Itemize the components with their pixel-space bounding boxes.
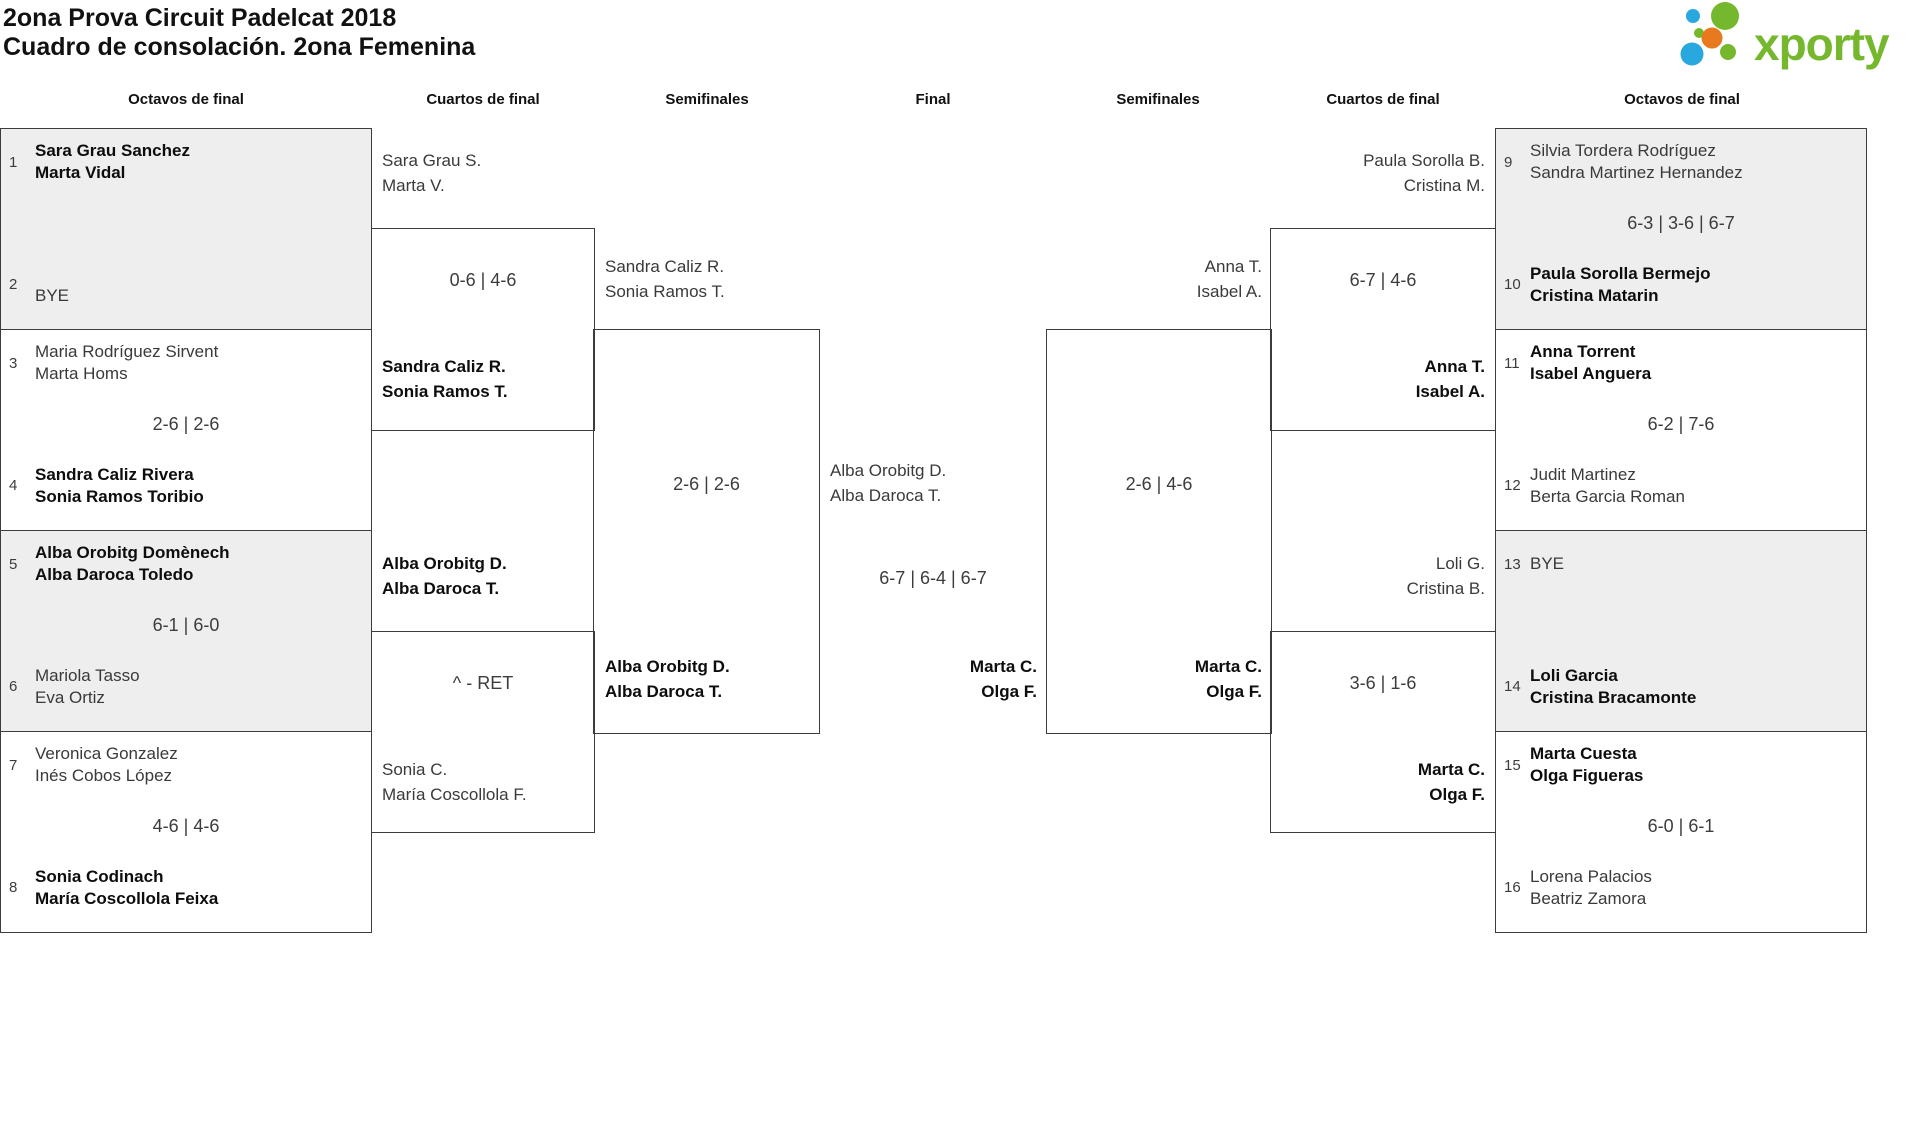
winner-pair: Sandra Caliz R. Sonia Ramos T. xyxy=(382,357,508,401)
advancing-pair: Sara Grau S. Marta V. xyxy=(382,151,482,195)
match-score: 6-3 | 3-6 | 6-7 xyxy=(1627,213,1735,233)
octavos-left-match-3: 5 Alba Orobitg Domènech Alba Daroca Tole… xyxy=(0,530,372,732)
pair-names: Mariola Tasso Eva Ortiz xyxy=(35,666,140,707)
seed-number: 13 xyxy=(1504,555,1521,573)
logo-dots-icon xyxy=(1680,2,1739,66)
round-header-right-semis: Semifinales xyxy=(1116,91,1200,108)
seed-number: 15 xyxy=(1504,756,1521,774)
tournament-name: 2ona Prova Circuit Padelcat 2018 xyxy=(3,4,397,32)
octavos-left-match-4: 7 Veronica Gonzalez Inés Cobos López 4-6… xyxy=(0,731,372,933)
winner-pair-names: Alba Orobitg Domènech Alba Daroca Toledo xyxy=(35,543,230,584)
seed-number: 6 xyxy=(9,677,18,695)
round-header-final: Final xyxy=(915,91,951,108)
bracket-subtitle: Cuadro de consolación. 2ona Femenina xyxy=(3,33,476,61)
match-score: 2-6 | 2-6 xyxy=(152,414,220,434)
round-header-right-cuartos: Cuartos de final xyxy=(1326,91,1440,108)
advancing-pair: Sonia C. María Coscollola F. xyxy=(382,760,527,804)
finalist-pair: Alba Orobitg D. Alba Daroca T. xyxy=(830,461,947,505)
logo-text: xporty xyxy=(1754,18,1890,70)
octavos-right-match-2: 11 Anna Torrent Isabel Anguera 6-2 | 7-6… xyxy=(1495,329,1867,531)
advancing-pair: Sandra Caliz R. Sonia Ramos T. xyxy=(605,257,725,301)
seed-number: 12 xyxy=(1504,476,1521,494)
seed-number: 16 xyxy=(1504,878,1521,896)
advancing-pair: Paula Sorolla B. Cristina M. xyxy=(1363,151,1485,195)
match-score: 0-6 | 4-6 xyxy=(449,270,517,290)
seed-number: 3 xyxy=(9,354,18,372)
winner-pair: Alba Orobitg D. Alba Daroca T. xyxy=(605,657,730,701)
pair-names: BYE xyxy=(1530,554,1565,573)
winner-pair-names: Marta Cuesta Olga Figueras xyxy=(1530,744,1644,785)
match-score: 6-1 | 6-0 xyxy=(152,615,220,635)
match-score: 2-6 | 4-6 xyxy=(1125,474,1193,494)
match-score: 4-6 | 4-6 xyxy=(152,816,220,836)
winner-pair: Marta C. Olga F. xyxy=(1194,657,1262,701)
round-header-left-cuartos: Cuartos de final xyxy=(426,91,540,108)
octavos-right-match-3: 13 BYE 14 Loli Garcia Cristina Bracamont… xyxy=(1495,530,1867,732)
seed-number: 4 xyxy=(9,476,18,494)
winner-pair-names: Sandra Caliz Rivera Sonia Ramos Toribio xyxy=(35,465,204,506)
cuartos-left-box-2 xyxy=(371,631,595,833)
winner-pair-names: Sonia Codinach María Coscollola Feixa xyxy=(35,867,219,908)
page-title: 2ona Prova Circuit Padelcat 2018 Cuadro … xyxy=(3,4,475,62)
round-header-left-octavos: Octavos de final xyxy=(128,91,244,108)
round-header-right-octavos: Octavos de final xyxy=(1624,91,1740,108)
seed-number: 7 xyxy=(9,756,18,774)
advancing-pair: Anna T. Isabel A. xyxy=(1196,257,1262,301)
winner-pair-names: Sara Grau Sanchez Marta Vidal xyxy=(35,141,190,182)
pair-names: Judit Martinez Berta Garcia Roman xyxy=(1530,465,1685,506)
winner-pair-names: Anna Torrent Isabel Anguera xyxy=(1530,342,1652,383)
match-score: 6-0 | 6-1 xyxy=(1647,816,1715,836)
match-score: 6-7 | 4-6 xyxy=(1349,270,1417,290)
seed-number: 10 xyxy=(1504,275,1521,293)
winner-pair: Alba Orobitg D. Alba Daroca T. xyxy=(382,554,507,598)
winner-pair-names: Paula Sorolla Bermejo Cristina Matarin xyxy=(1530,264,1711,305)
pair-names: Veronica Gonzalez Inés Cobos López xyxy=(35,744,178,785)
match-score: 6-2 | 7-6 xyxy=(1647,414,1715,434)
winner-pair-names: Loli Garcia Cristina Bracamonte xyxy=(1530,666,1697,707)
winner-pair: Marta C. Olga F. xyxy=(1417,760,1485,804)
cuartos-right-box-1 xyxy=(1270,228,1496,431)
seed-number: 5 xyxy=(9,555,18,573)
match-score: 2-6 | 2-6 xyxy=(673,474,740,494)
seed-number: 1 xyxy=(9,153,18,171)
octavos-right-match-4: 15 Marta Cuesta Olga Figueras 6-0 | 6-1 … xyxy=(1495,731,1867,933)
champion-pair: Marta C. Olga F. xyxy=(969,657,1037,701)
seed-number: 11 xyxy=(1504,354,1520,372)
winner-pair: Anna T. Isabel A. xyxy=(1415,357,1485,401)
round-header-left-semis: Semifinales xyxy=(665,91,749,108)
seed-number: 2 xyxy=(9,275,18,293)
pair-names: BYE xyxy=(35,286,70,305)
octavos-right-match-1: 9 Silvia Tordera Rodríguez Sandra Martin… xyxy=(1495,128,1867,330)
pair-names: Silvia Tordera Rodríguez Sandra Martinez… xyxy=(1530,141,1743,182)
xporty-logo: xporty xyxy=(1680,2,1891,70)
seed-number: 14 xyxy=(1504,677,1521,695)
match-score: 3-6 | 1-6 xyxy=(1349,673,1417,693)
advancing-pair: Loli G. Cristina B. xyxy=(1406,554,1485,598)
octavos-left-match-1: 1 Sara Grau Sanchez Marta Vidal 2 BYE xyxy=(0,128,372,330)
semifinal-right-box xyxy=(1046,329,1272,734)
semifinal-left-box xyxy=(593,329,820,734)
final-score: 6-7 | 6-4 | 6-7 xyxy=(879,568,987,588)
cuartos-right-box-2 xyxy=(1270,631,1496,833)
pair-names: Lorena Palacios Beatriz Zamora xyxy=(1530,867,1652,908)
seed-number: 9 xyxy=(1504,153,1513,171)
seed-number: 8 xyxy=(9,878,18,896)
octavos-left-match-2: 3 Maria Rodríguez Sirvent Marta Homs 2-6… xyxy=(0,329,372,531)
pair-names: Maria Rodríguez Sirvent Marta Homs xyxy=(35,342,219,383)
match-score: ^ - RET xyxy=(452,673,514,693)
